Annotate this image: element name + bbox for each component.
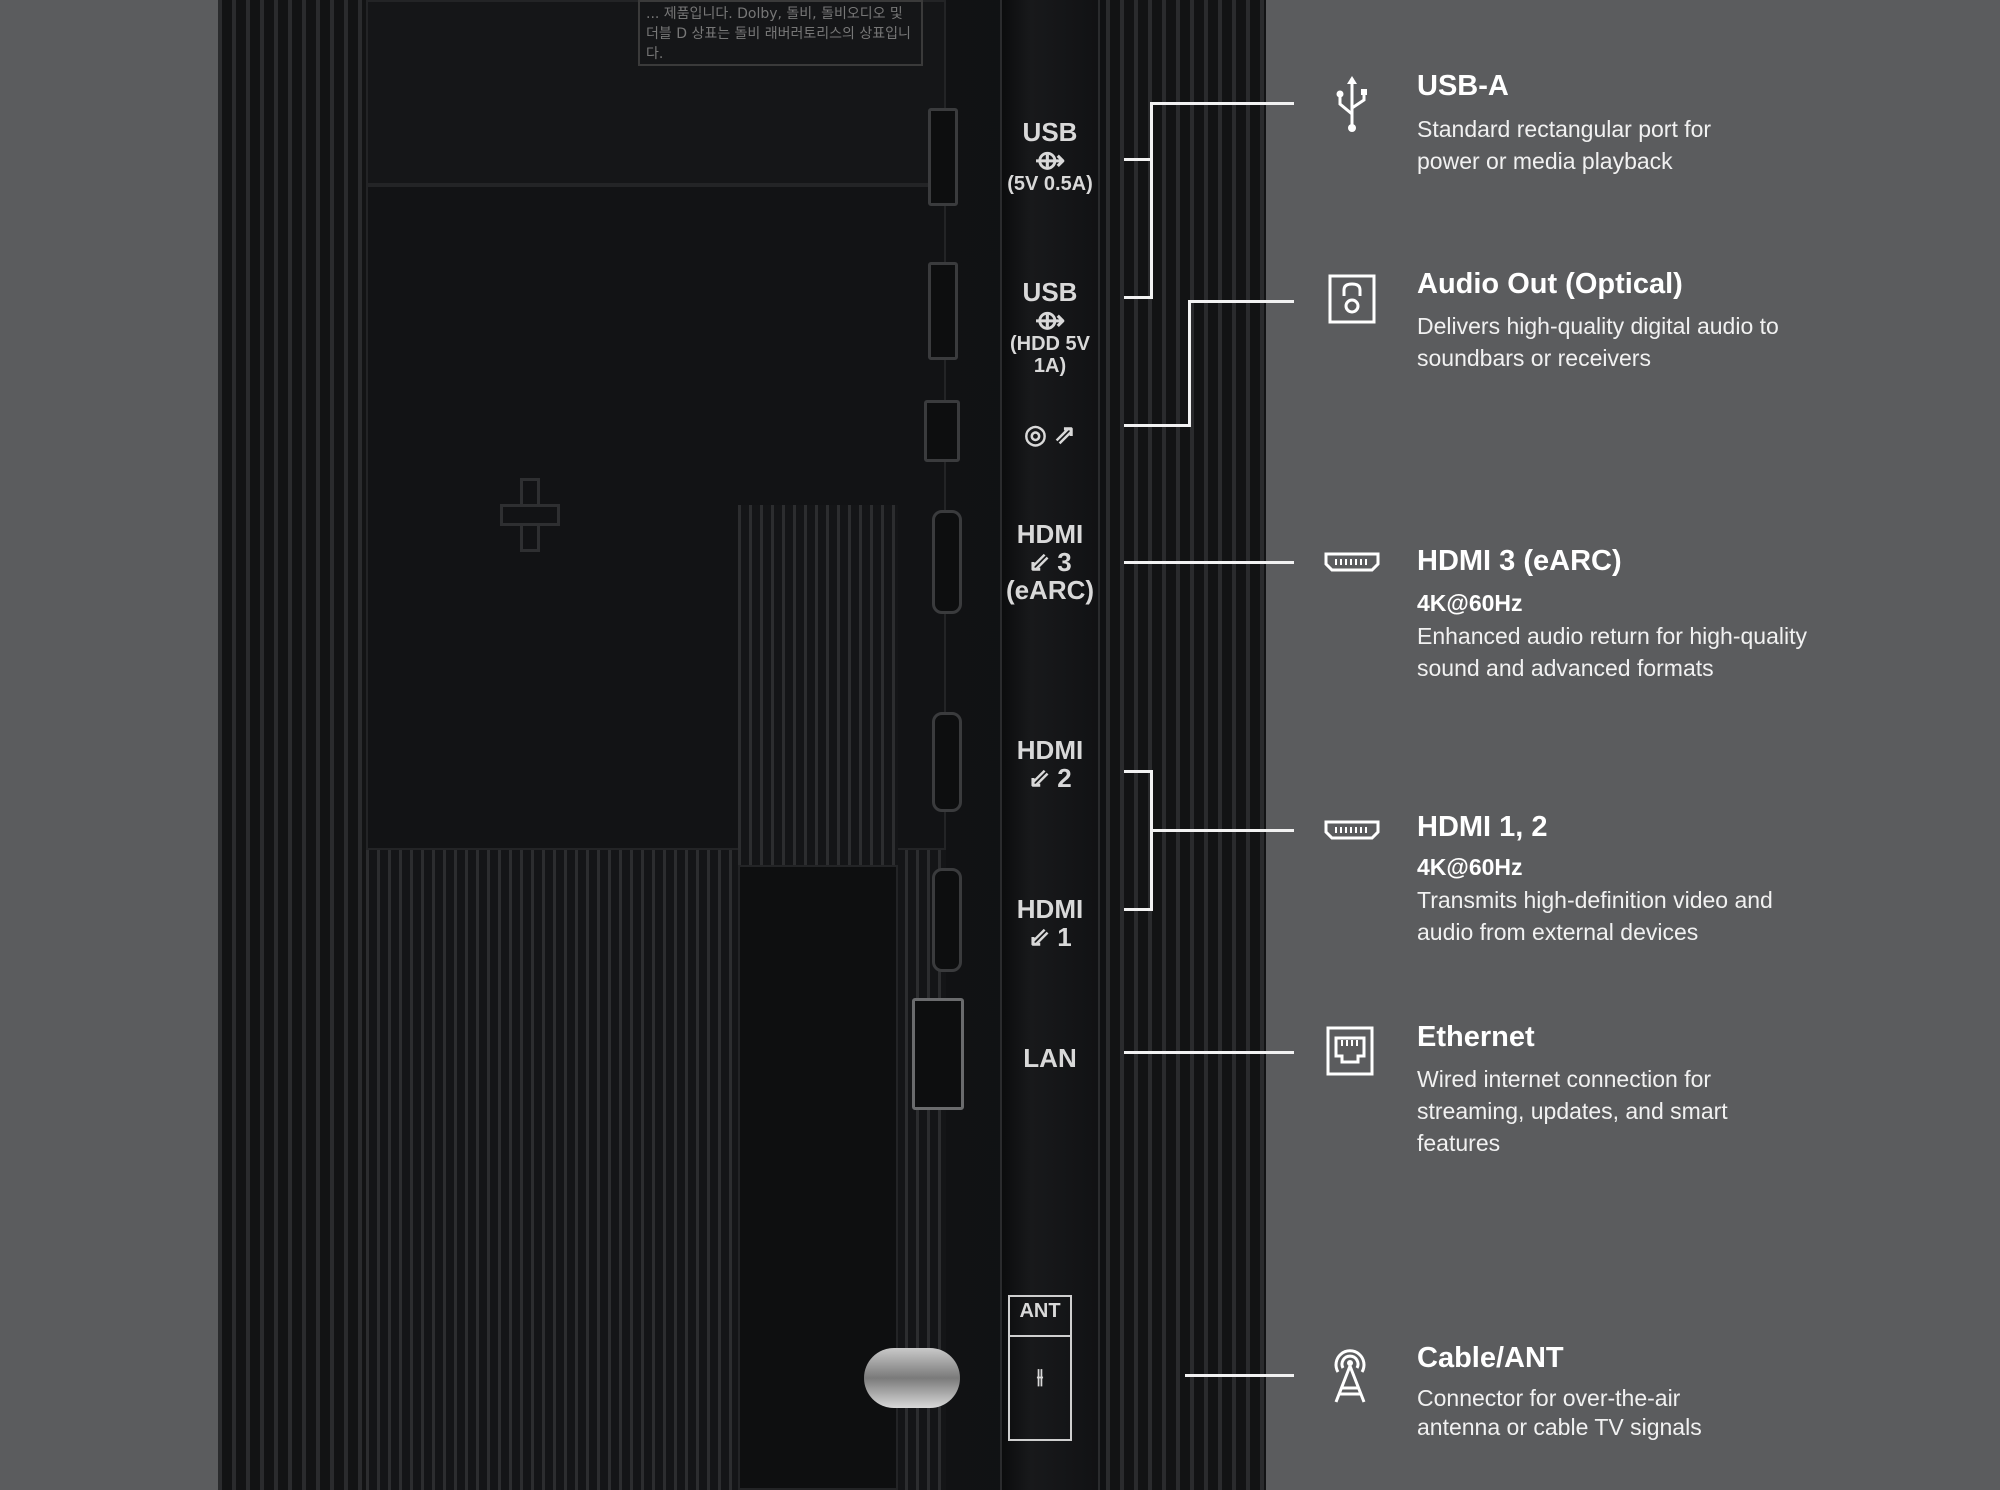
optical-connector-line — [1188, 300, 1294, 303]
optical-audio-icon — [1328, 274, 1376, 324]
label-sticker: ... 제품입니다. Dolby, 돌비, 돌비오디오 및 더블 D 상표는 돌… — [638, 0, 923, 66]
hdmi3-label-text: HDMI — [1016, 519, 1084, 549]
ant-divider — [1010, 1335, 1070, 1337]
optical-connector-line — [1124, 424, 1191, 427]
ant-connector-line — [1185, 1374, 1294, 1377]
ant-symbol-icon: ⫲ — [1036, 1366, 1044, 1388]
input-arrow-icon: ⇙ — [1028, 763, 1051, 794]
hdmi3-title: HDMI 3 (eARC) — [1417, 545, 1622, 577]
hdmi12-title: HDMI 1, 2 — [1417, 811, 1548, 843]
ethernet-title: Ethernet — [1417, 1021, 1535, 1053]
usb1-rating-text: (5V 0.5A) — [1007, 173, 1093, 196]
lan-port-label: LAN — [1005, 1044, 1095, 1072]
hdmi2-port — [932, 712, 962, 812]
hdmi12-connector-line — [1150, 829, 1294, 832]
usb-symbol-icon: ⟴ — [1034, 145, 1066, 176]
usb2-port-label: USB ⟴ (HDD 5V 1A) — [1005, 278, 1095, 377]
usb1-port-label: USB ⟴ (5V 0.5A) — [1005, 118, 1095, 196]
optical-port-label: ◎ ⇗ — [1005, 420, 1095, 448]
input-arrow-icon: ⇙ — [1028, 547, 1051, 578]
usb-icon — [1336, 76, 1367, 132]
hdmi3-connector-line — [1124, 561, 1294, 564]
hdmi3-num-text: 3 — [1057, 547, 1072, 578]
hdmi1-num-text: 1 — [1057, 922, 1072, 953]
usb-connector-line — [1150, 102, 1294, 105]
hdmi3-spec: 4K@60Hz — [1417, 590, 1523, 616]
hdmi3-sub-text: (eARC) — [1005, 575, 1095, 606]
ethernet-connector-line — [1124, 1051, 1294, 1054]
usb1-label-text: USB — [1022, 117, 1078, 147]
coax-connector — [864, 1348, 960, 1408]
usb-connector-line — [1124, 158, 1153, 161]
hdmi12-connector-line — [1150, 770, 1153, 911]
hdmi3-port-label: HDMI ⇙ 3 (eARC) — [1005, 520, 1095, 604]
usb-port-1 — [928, 108, 958, 206]
usb-connector-line — [1124, 296, 1153, 299]
usb-symbol-icon: ⟴ — [1034, 305, 1066, 336]
optical-port — [924, 400, 960, 462]
hdmi1-port — [932, 868, 962, 972]
tv-back-panel: ... 제품입니다. Dolby, 돌비, 돌비오디오 및 더블 D 상표는 돌… — [218, 0, 1266, 1490]
optical-symbol-icon: ◎ ⇗ — [1024, 419, 1076, 449]
ethernet-icon — [1326, 1026, 1374, 1076]
ethernet-description: Wired internet connection for streaming,… — [1417, 1066, 1728, 1156]
antenna-icon — [1334, 1349, 1366, 1403]
usb2-label-text: USB — [1022, 277, 1078, 307]
hdmi12-spec: 4K@60Hz — [1417, 854, 1523, 880]
panel-upper-block — [366, 0, 946, 185]
panel-ribs-right — [1106, 0, 1266, 1490]
hdmi2-label-text: HDMI — [1016, 735, 1084, 765]
ant-label-text: ANT — [1019, 1300, 1061, 1322]
usb-connector-line — [1150, 102, 1153, 299]
ant-port-label: ANT — [1010, 1300, 1070, 1323]
port-label-strip — [1000, 0, 1100, 1490]
hdmi-icon — [1324, 552, 1380, 572]
panel-side-ribs — [738, 505, 898, 865]
hdmi2-port-label: HDMI ⇙ 2 — [1005, 736, 1095, 792]
hdmi1-label-text: HDMI — [1016, 894, 1084, 924]
hdmi1-port-label: HDMI ⇙ 1 — [1005, 895, 1095, 951]
cross-mark-icon — [500, 478, 560, 552]
hdmi12-description: Transmits high-definition video and audi… — [1417, 887, 1773, 945]
cable-ant-title: Cable/ANT — [1417, 1342, 1564, 1374]
lan-label-text: LAN — [1023, 1043, 1077, 1073]
optical-connector-line — [1188, 300, 1191, 427]
hdmi12-connector-line — [1124, 908, 1153, 911]
usb-a-description: Standard rectangular port for power or m… — [1417, 116, 1712, 174]
hdmi-icon — [1324, 820, 1380, 840]
hdmi12-connector-line — [1124, 770, 1153, 773]
usb2-rating-text: (HDD 5V 1A) — [1009, 333, 1090, 377]
lan-port — [912, 998, 964, 1110]
ant-port-box: ANT ⫲ — [1008, 1295, 1072, 1441]
usb-a-title: USB-A — [1417, 70, 1509, 102]
usb-port-2 — [928, 262, 958, 360]
audio-out-title: Audio Out (Optical) — [1417, 268, 1683, 300]
audio-out-description: Delivers high-quality digital audio to s… — [1417, 313, 1779, 371]
hdmi3-port — [932, 510, 962, 614]
cable-ant-description: Connector for over-the-air antenna or ca… — [1417, 1385, 1702, 1440]
hdmi3-description: Enhanced audio return for high-quality s… — [1417, 623, 1807, 681]
hdmi2-num-text: 2 — [1057, 763, 1072, 794]
panel-ribs-left — [218, 0, 368, 1490]
input-arrow-icon: ⇙ — [1028, 922, 1051, 953]
